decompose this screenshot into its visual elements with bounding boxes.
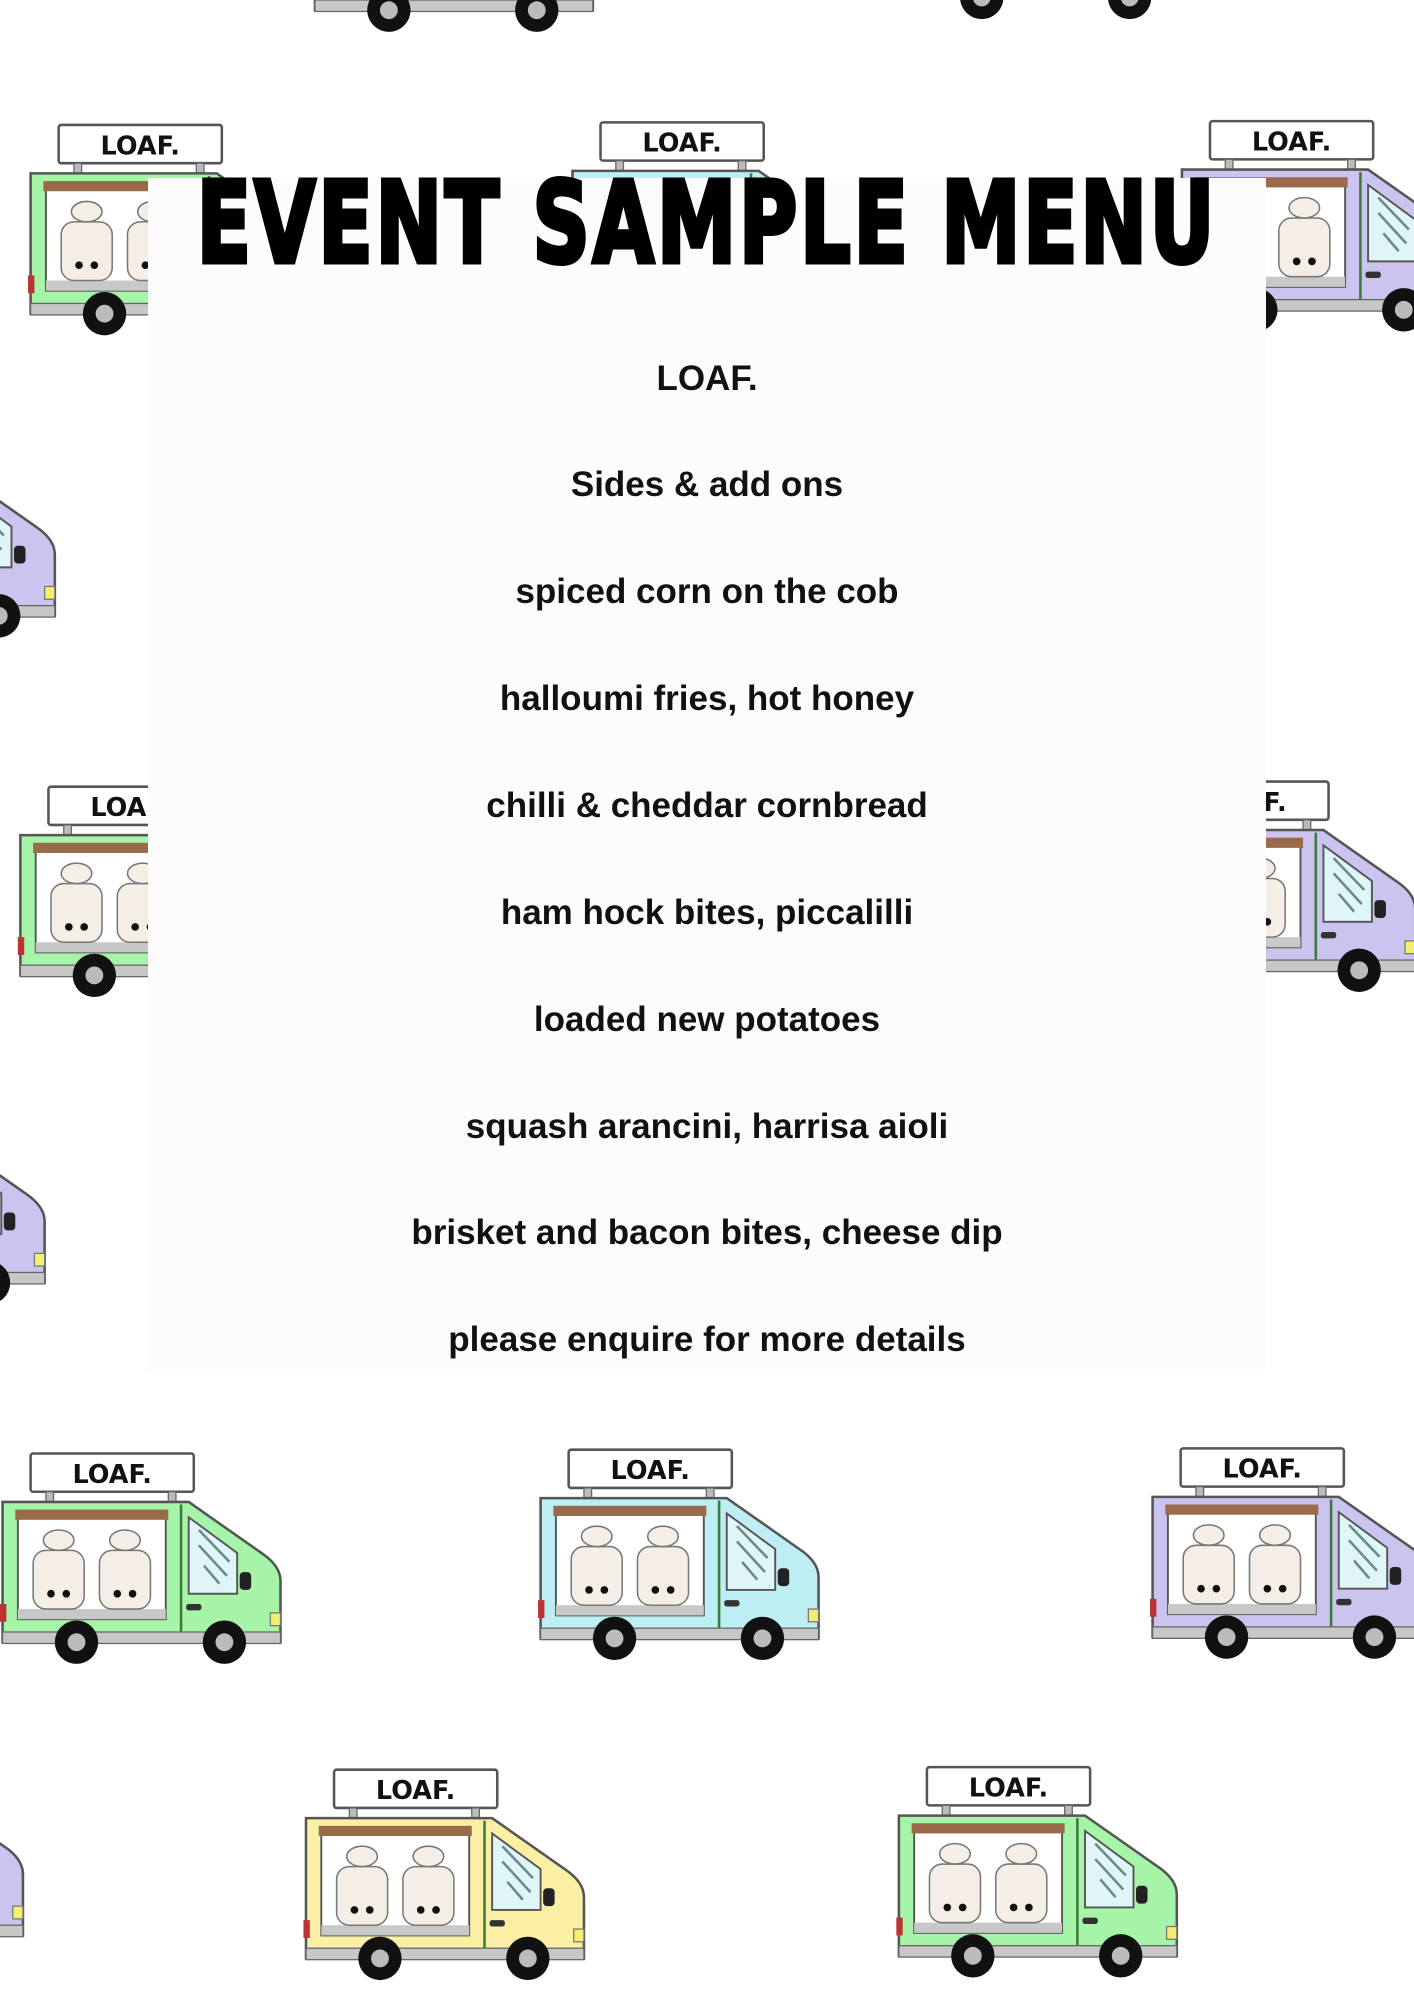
menu-item: ham hock bites, piccalilli xyxy=(500,893,914,932)
food-truck-illustration xyxy=(0,425,57,639)
food-truck-illustration xyxy=(311,0,595,34)
menu-item: chilli & cheddar cornbread xyxy=(486,786,928,825)
food-truck-illustration xyxy=(536,1448,820,1662)
food-truck-illustration xyxy=(0,1452,282,1666)
menu-panel xyxy=(148,178,1266,1371)
menu-item: loaded new potatoes xyxy=(533,1000,881,1039)
footer-note: please enquire for more details xyxy=(448,1320,966,1359)
food-truck-illustration xyxy=(1148,1447,1414,1661)
page-title: EVENT SAMPLE MENU xyxy=(0,159,1414,289)
page-title-text: EVENT SAMPLE MENU xyxy=(195,159,1218,289)
menu-item: spiced corn on the cob xyxy=(515,572,899,611)
food-truck-illustration xyxy=(903,0,1188,21)
food-truck-illustration xyxy=(895,1765,1179,1979)
food-truck-illustration xyxy=(0,1745,25,1959)
menu-item: squash arancini, harrisa aioli xyxy=(465,1107,949,1146)
menu-item: halloumi fries, hot honey xyxy=(499,679,915,718)
menu-item: brisket and bacon bites, cheese dip xyxy=(411,1213,1003,1252)
brand-name: LOAF. xyxy=(656,359,758,398)
food-truck-illustration xyxy=(0,1092,46,1306)
section-heading: Sides & add ons xyxy=(570,465,844,504)
food-truck-illustration xyxy=(302,1768,586,1982)
